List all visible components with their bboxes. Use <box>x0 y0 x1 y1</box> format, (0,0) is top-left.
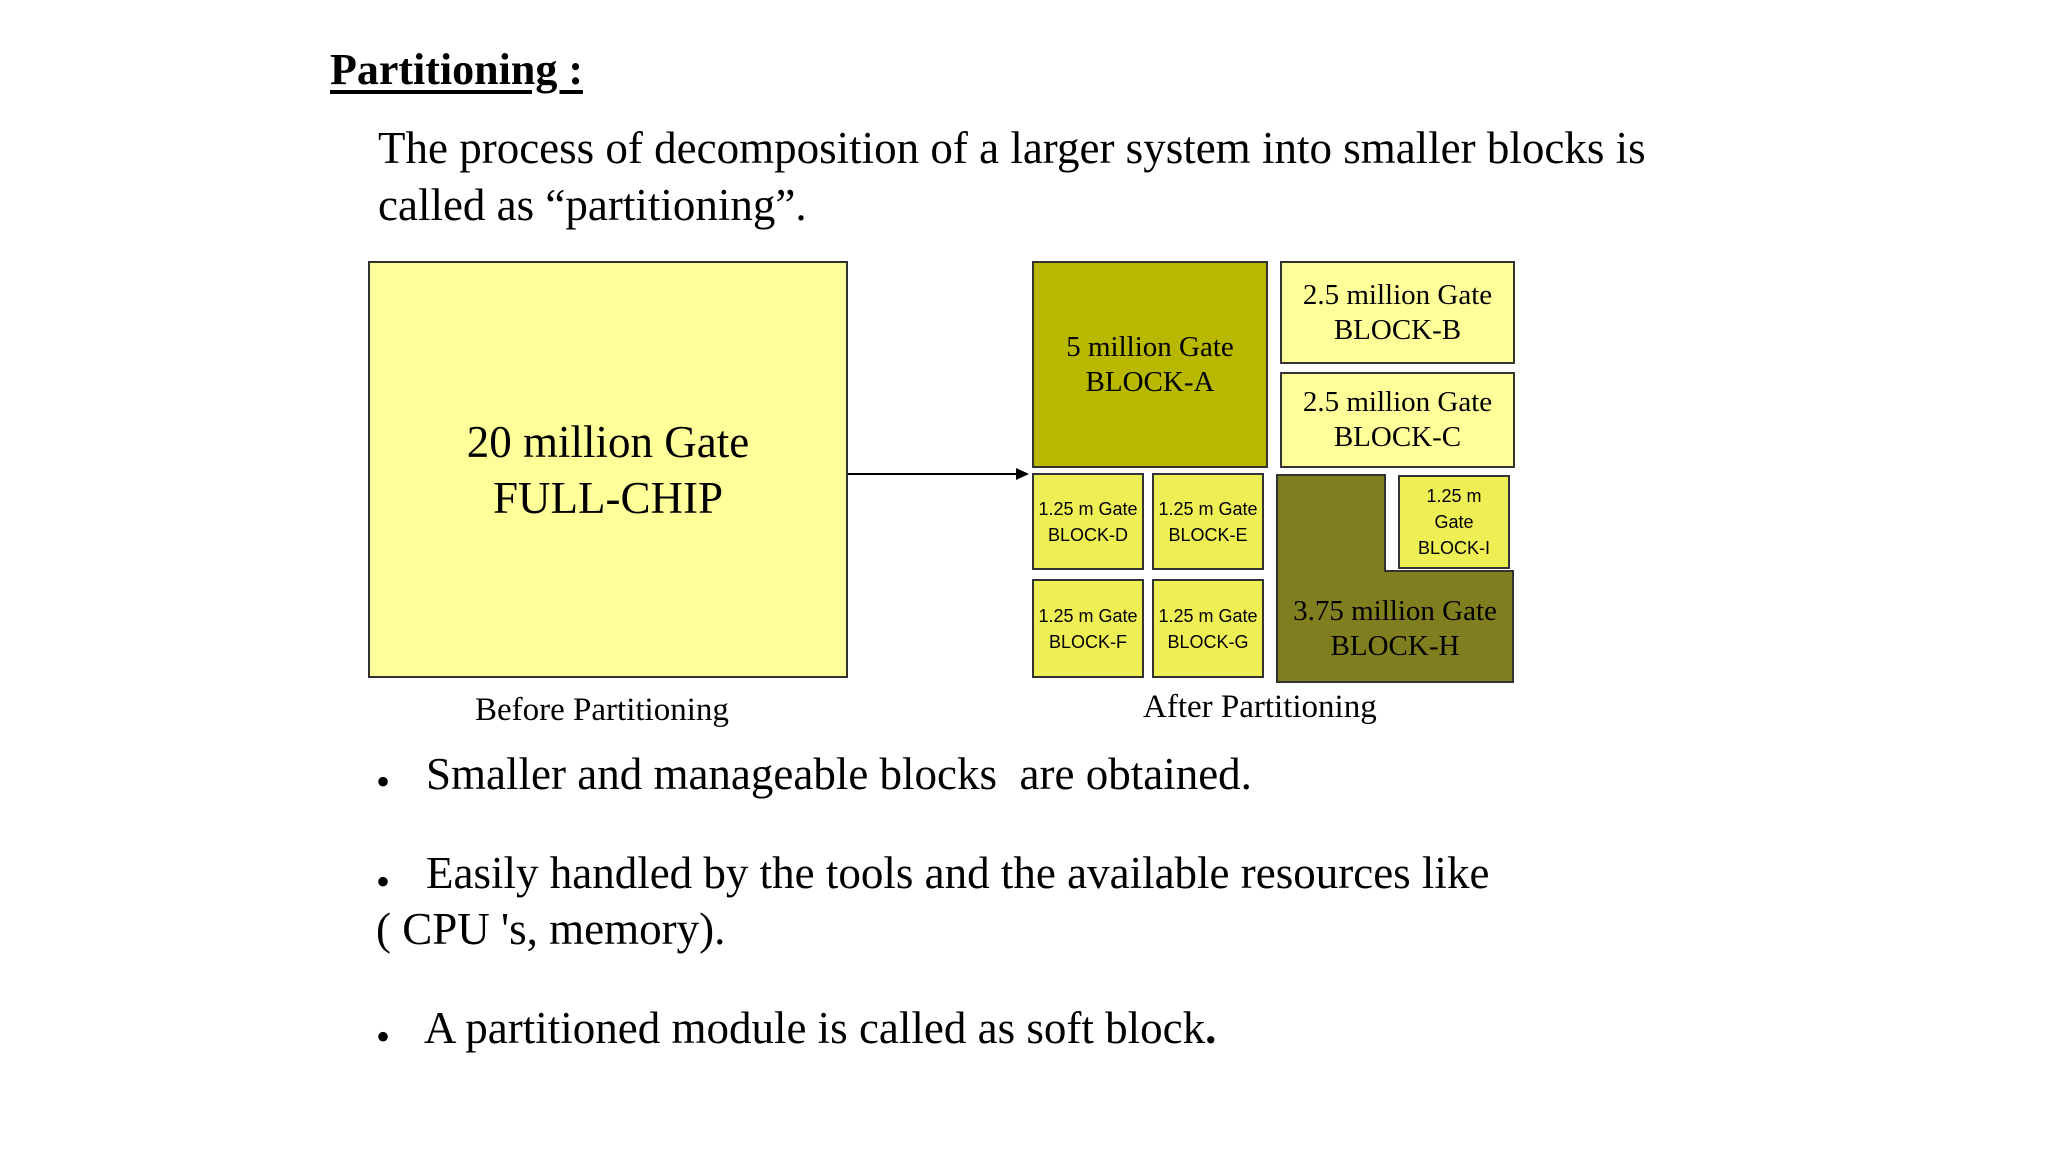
block-g: 1.25 m Gate BLOCK-G <box>1152 579 1264 678</box>
bullet-2-continuation: ( CPU 's, memory). <box>376 904 726 954</box>
arrow-right-icon <box>848 468 1029 480</box>
intro-paragraph: The process of decomposition of a larger… <box>378 123 1646 230</box>
full-chip-gates: 20 million Gate <box>466 416 750 467</box>
block-d-name: BLOCK-D <box>1047 524 1128 545</box>
block-h-gates: 3.75 million Gate <box>1293 595 1497 627</box>
block-g-gates: 1.25 m Gate <box>1158 605 1258 626</box>
page-title: Partitioning : <box>330 45 583 94</box>
bullet-3: A partitioned module is called as soft b… <box>424 1000 1216 1057</box>
block-h-shape <box>1276 474 1514 683</box>
block-i-unit: Gate <box>1434 512 1474 532</box>
block-f: 1.25 m Gate BLOCK-F <box>1032 579 1144 678</box>
bullet-2: Easily handled by the tools and the avai… <box>426 848 1490 898</box>
bullet-1: Smaller and manageable blocks are obtain… <box>426 749 1252 799</box>
bullet-3-text: A partitioned module is called as soft b… <box>424 1003 1206 1053</box>
full-chip-name: FULL-CHIP <box>492 472 723 523</box>
bullet-dot-2: • <box>376 859 391 904</box>
block-c: 2.5 million Gate BLOCK-C <box>1280 372 1515 468</box>
block-h-label: 3.75 million Gate BLOCK-H <box>1276 594 1514 664</box>
block-b-gates: 2.5 million Gate <box>1302 278 1493 311</box>
block-i: 1.25 m Gate BLOCK-I <box>1398 475 1510 569</box>
bullet-3-period: . <box>1205 1003 1217 1053</box>
block-a-name: BLOCK-A <box>1085 365 1215 398</box>
block-f-name: BLOCK-F <box>1048 631 1127 652</box>
block-e-name: BLOCK-E <box>1168 524 1248 545</box>
block-b-name: BLOCK-B <box>1333 313 1462 346</box>
after-partitioning-caption: After Partitioning <box>1143 689 1377 725</box>
block-c-gates: 2.5 million Gate <box>1302 386 1493 418</box>
before-partitioning-caption: Before Partitioning <box>475 692 729 728</box>
block-f-gates: 1.25 m Gate <box>1038 605 1138 626</box>
block-i-gates: 1.25 m <box>1426 486 1482 506</box>
block-b: 2.5 million Gate BLOCK-B <box>1280 261 1515 364</box>
block-i-name: BLOCK-I <box>1417 538 1491 558</box>
block-c-name: BLOCK-C <box>1333 421 1462 453</box>
block-e-gates: 1.25 m Gate <box>1158 498 1258 519</box>
full-chip-block: 20 million Gate FULL-CHIP <box>368 261 848 678</box>
bullet-dot-3: • <box>376 1014 391 1059</box>
block-e: 1.25 m Gate BLOCK-E <box>1152 473 1264 570</box>
bullet-dot-1: • <box>376 759 391 804</box>
block-d-gates: 1.25 m Gate <box>1038 498 1138 519</box>
block-h-name: BLOCK-H <box>1330 630 1460 662</box>
block-d: 1.25 m Gate BLOCK-D <box>1032 473 1144 570</box>
block-a-gates: 5 million Gate <box>1066 330 1234 363</box>
block-a: 5 million Gate BLOCK-A <box>1032 261 1268 468</box>
block-g-name: BLOCK-G <box>1167 631 1249 652</box>
